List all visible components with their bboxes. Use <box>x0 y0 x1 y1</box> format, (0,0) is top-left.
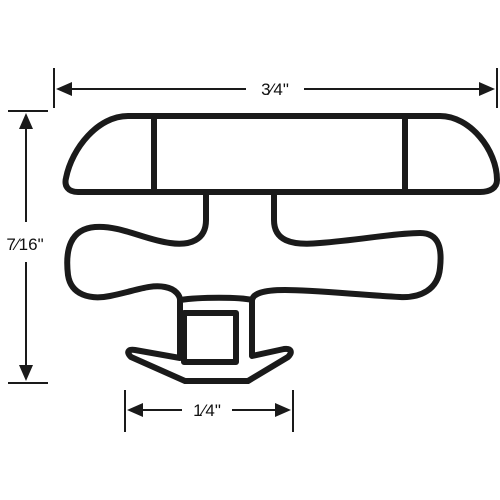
width-arrow-right <box>479 82 495 96</box>
anchor-hollow <box>181 310 239 365</box>
base-dimension: 1⁄4" <box>124 390 294 432</box>
height-dimension: 7⁄16" <box>6 110 48 384</box>
magnet-chamber-outline <box>62 113 500 195</box>
gasket-profile <box>62 113 500 384</box>
height-label: 7⁄16" <box>6 235 43 254</box>
bellows-outline-right <box>249 192 444 303</box>
base-arrow-left <box>127 403 143 417</box>
width-dimension: 3⁄4" <box>53 68 498 108</box>
width-arrow-left <box>56 82 72 96</box>
base-label: 1⁄4" <box>193 401 221 420</box>
dart-anchor-outline <box>125 294 294 384</box>
bellows-outline <box>64 192 209 303</box>
base-arrow-right <box>275 403 291 417</box>
height-arrow-top <box>19 113 33 129</box>
height-arrow-bottom <box>19 365 33 381</box>
width-label: 3⁄4" <box>261 80 289 99</box>
